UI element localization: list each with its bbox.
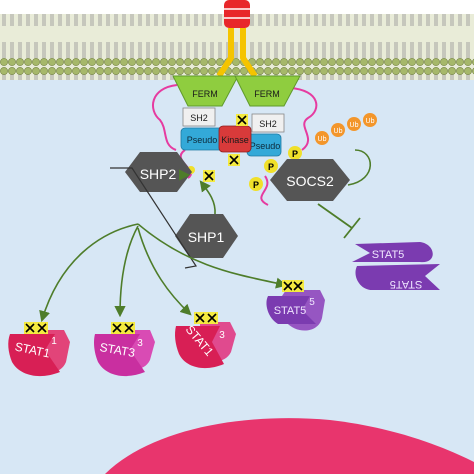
phospho-label-3: P bbox=[253, 180, 259, 190]
sh2-domain-right bbox=[251, 113, 285, 133]
stat1-a-back-label: 1 bbox=[51, 336, 57, 347]
socs2-label: SOCS2 bbox=[286, 173, 334, 189]
cytokine-receptor bbox=[216, 0, 258, 78]
ub-label-3: Ub bbox=[350, 122, 359, 129]
sh2-domain-left bbox=[182, 107, 216, 127]
phospho-label-1: P bbox=[292, 149, 298, 159]
ferm-domain-left bbox=[172, 75, 239, 107]
socs2-inhibition-bar bbox=[317, 203, 361, 239]
ferm-label-left: FERM bbox=[192, 89, 218, 99]
stat1-target-a: 1 STAT1 bbox=[8, 322, 70, 377]
stat5-target-back-label: 5 bbox=[309, 297, 315, 308]
stat3-back-label: 3 bbox=[137, 338, 143, 349]
pseudo-label-right: Pseudo bbox=[250, 141, 281, 151]
stat5-dimer: STAT5 STAT5 bbox=[352, 242, 440, 290]
regulator-arrows bbox=[179, 169, 216, 215]
kinase-label: Kinase bbox=[221, 135, 249, 145]
stat5-dimer-bottom-label: STAT5 bbox=[390, 278, 423, 290]
inhibition-marks-jak bbox=[203, 114, 248, 182]
stat1-target-b: 3 STAT1 bbox=[175, 312, 236, 369]
stat-activation-arrows bbox=[39, 223, 288, 323]
sh2-label-left: SH2 bbox=[190, 113, 208, 123]
jak-dimer: FERM FERM SH2 SH2 Pseudo Pseudo Kinase bbox=[172, 75, 301, 157]
ferm-label-right: FERM bbox=[254, 89, 280, 99]
pseudo-label-left: Pseudo bbox=[187, 135, 218, 145]
kinase-domain bbox=[218, 125, 252, 153]
stat3-target: 3 STAT3 bbox=[94, 322, 155, 377]
stat5-target: 5 STAT5 bbox=[266, 280, 325, 331]
phosphatase-bracket bbox=[110, 167, 197, 269]
phosphorylation-sites: P P P bbox=[187, 146, 302, 191]
ub-label-1: Ub bbox=[318, 136, 327, 143]
ub-label-2: Ub bbox=[334, 128, 343, 135]
stat5-target-label: STAT5 bbox=[274, 305, 307, 317]
shp2-label: SHP2 bbox=[140, 166, 177, 182]
ub-label-4: Ub bbox=[366, 118, 375, 125]
stat3-label: STAT3 bbox=[99, 340, 137, 360]
socs2-suppressor: SOCS2 bbox=[270, 159, 350, 201]
shp1-label: SHP1 bbox=[188, 229, 225, 245]
stat5-dimer-top-label: STAT5 bbox=[372, 249, 405, 261]
phospho-label-2: P bbox=[268, 162, 274, 172]
ferm-domain-right bbox=[234, 75, 301, 107]
stat1-b-back-label: 3 bbox=[219, 330, 225, 341]
sh2-label-right: SH2 bbox=[259, 119, 277, 129]
shp1-phosphatase: SHP1 bbox=[175, 214, 238, 258]
ubiquitin-chain: Ub Ub Ub Ub bbox=[315, 113, 377, 186]
nucleus bbox=[105, 418, 474, 474]
